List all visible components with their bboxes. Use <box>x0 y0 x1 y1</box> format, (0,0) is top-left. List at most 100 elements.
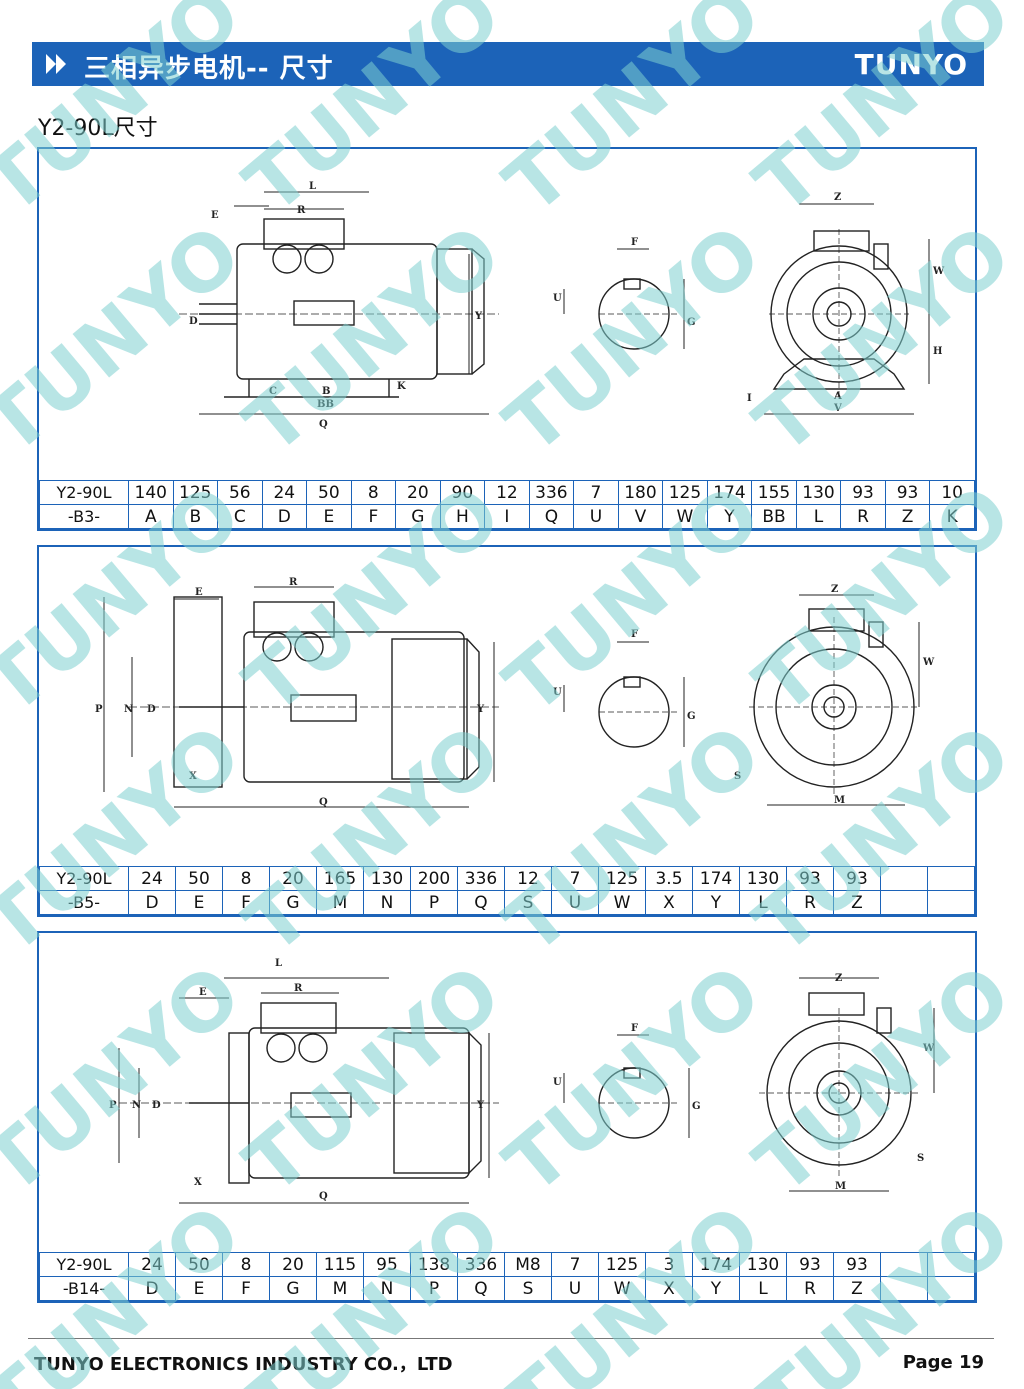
svg-text:R: R <box>289 577 298 588</box>
value-cell: 24 <box>261 480 308 505</box>
b14-front-view <box>759 977 935 1192</box>
letter-cell: N <box>363 890 411 915</box>
value-cell: 130 <box>739 866 787 891</box>
svg-text:A: A <box>833 391 842 402</box>
svg-text:W: W <box>932 266 945 277</box>
b3-side-view <box>179 191 499 415</box>
type-cell: -B14- <box>39 1276 129 1301</box>
svg-text:F: F <box>631 237 638 248</box>
b14-side-view <box>118 977 499 1204</box>
svg-text:U: U <box>553 1077 562 1088</box>
svg-text:BB: BB <box>317 399 334 410</box>
svg-text:Y: Y <box>476 1100 485 1111</box>
value-cell: M8 <box>504 1252 552 1277</box>
svg-text:Y: Y <box>474 311 483 322</box>
letter-cell: S <box>504 1276 552 1301</box>
letter-cell: M <box>316 890 364 915</box>
letter-cell: W <box>662 504 708 529</box>
svg-text:G: G <box>687 711 696 722</box>
value-cell: 155 <box>751 480 797 505</box>
value-cell: 336 <box>457 1252 505 1277</box>
letter-cell: N <box>363 1276 411 1301</box>
double-chevron-icon <box>46 54 66 74</box>
value-cell: 3 <box>645 1252 693 1277</box>
letter-cell: Q <box>457 1276 505 1301</box>
value-cell: 8 <box>222 866 270 891</box>
letter-cell: K <box>929 504 975 529</box>
value-cell: 20 <box>269 1252 317 1277</box>
svg-text:V: V <box>833 403 842 414</box>
svg-text:Z: Z <box>834 192 841 203</box>
letter-cell: D <box>261 504 308 529</box>
page-number: Page 19 <box>902 1352 984 1373</box>
svg-text:X: X <box>189 771 197 782</box>
letter-cell: Y <box>692 890 740 915</box>
value-cell: 7 <box>573 480 619 505</box>
letter-cell: X <box>645 1276 693 1301</box>
svg-text:K: K <box>397 381 406 392</box>
letter-cell: F <box>222 890 270 915</box>
value-cell: 24 <box>128 866 176 891</box>
letter-cell: R <box>786 1276 834 1301</box>
letter-cell: U <box>573 504 619 529</box>
value-cell: 8 <box>350 480 397 505</box>
letter-cell: E <box>175 890 223 915</box>
svg-text:X: X <box>194 1177 202 1188</box>
letter-cell: F <box>350 504 397 529</box>
value-cell: 115 <box>316 1252 364 1277</box>
letter-cell: G <box>395 504 441 529</box>
value-cell <box>880 1252 928 1277</box>
value-cell: 93 <box>833 1252 881 1277</box>
svg-text:B: B <box>322 386 330 397</box>
svg-text:M: M <box>835 1181 846 1192</box>
value-cell: 93 <box>833 866 881 891</box>
svg-text:Q: Q <box>319 797 328 808</box>
value-cell: 138 <box>410 1252 458 1277</box>
svg-text:F: F <box>631 629 638 640</box>
letter-cell: G <box>269 1276 317 1301</box>
svg-text:R: R <box>297 205 306 216</box>
svg-text:N: N <box>124 704 133 715</box>
letter-cell: L <box>739 890 787 915</box>
letter-cell: Z <box>833 890 881 915</box>
b3-front-view <box>764 203 930 415</box>
svg-text:E: E <box>211 210 219 221</box>
model-cell: Y2-90L <box>39 480 129 505</box>
svg-text:Y: Y <box>476 704 485 715</box>
svg-text:Q: Q <box>319 419 328 430</box>
letter-cell <box>927 890 975 915</box>
letter-cell: W <box>598 890 646 915</box>
value-cell: 50 <box>306 480 352 505</box>
letter-cell: C <box>217 504 263 529</box>
b5-side-view <box>103 586 499 808</box>
value-cell: 8 <box>222 1252 270 1277</box>
value-cell: 336 <box>528 480 575 505</box>
letter-cell: S <box>504 890 552 915</box>
svg-text:U: U <box>553 687 562 698</box>
svg-text:W: W <box>922 1043 935 1054</box>
section-subtitle: Y2-90L尺寸 <box>38 116 158 141</box>
value-cell: 93 <box>786 1252 834 1277</box>
b14-shaft-section <box>563 1034 690 1139</box>
letter-cell: D <box>128 890 176 915</box>
value-cell: 336 <box>457 866 505 891</box>
value-cell <box>927 866 975 891</box>
letter-cell: R <box>786 890 834 915</box>
value-cell: 125 <box>662 480 708 505</box>
value-cell: 130 <box>739 1252 787 1277</box>
value-cell: 93 <box>840 480 886 505</box>
letter-cell: U <box>551 890 599 915</box>
svg-text:Z: Z <box>831 584 838 595</box>
value-cell: 12 <box>484 480 530 505</box>
letter-cell: M <box>316 1276 364 1301</box>
value-cell: 165 <box>316 866 364 891</box>
value-cell: 3.5 <box>645 866 693 891</box>
letter-cell: B <box>172 504 219 529</box>
value-cell <box>927 1252 975 1277</box>
value-cell: 50 <box>175 1252 223 1277</box>
svg-text:I: I <box>747 393 752 404</box>
value-cell: 130 <box>795 480 842 505</box>
letter-cell: BB <box>751 504 797 529</box>
svg-text:W: W <box>922 657 935 668</box>
